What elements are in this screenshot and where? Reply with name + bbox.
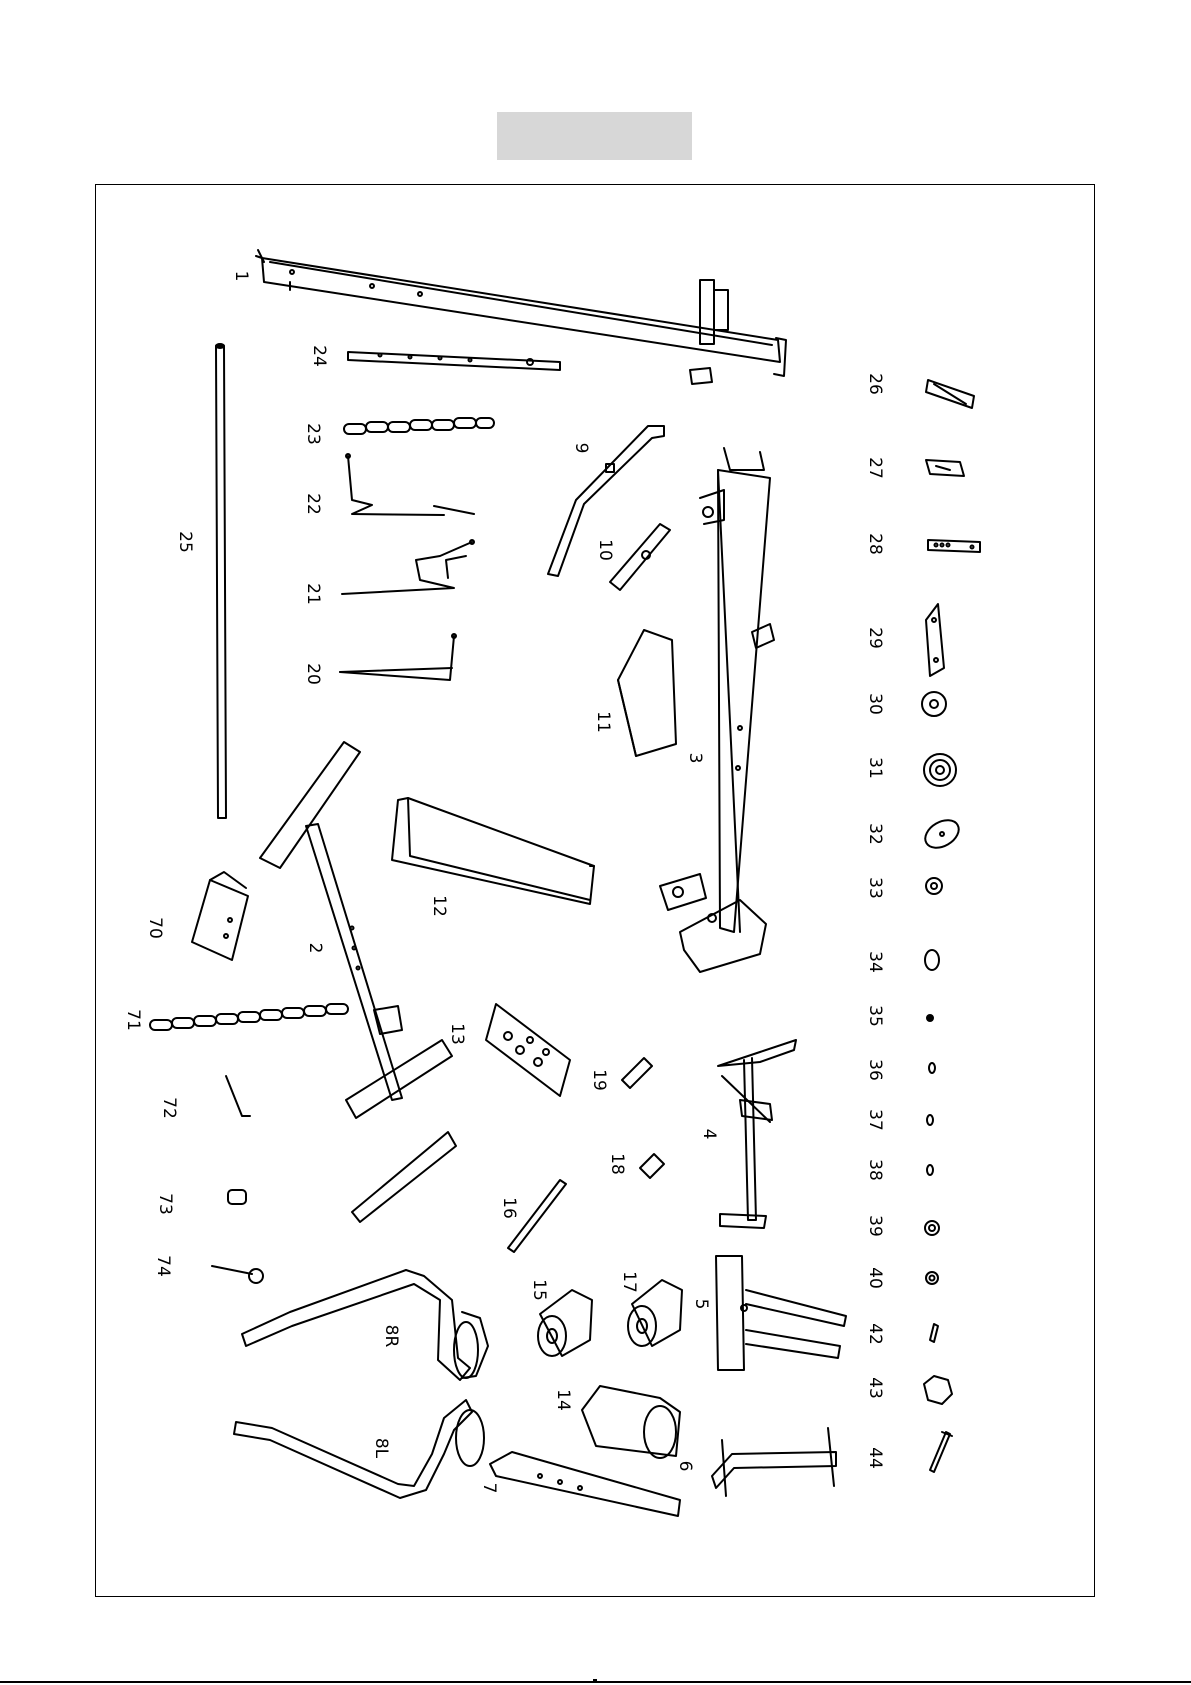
- part-label-24: 24: [309, 345, 329, 367]
- part-73-cap: [228, 1190, 246, 1204]
- part-34-spacer: [925, 950, 939, 970]
- part-8l-curved-arm: [234, 1400, 484, 1498]
- part-label-71: 71: [123, 1009, 143, 1031]
- part-32-disc: [920, 815, 963, 854]
- part-label-27: 27: [865, 457, 885, 479]
- part-label-26: 26: [865, 373, 885, 395]
- part-26-clevis: [926, 380, 974, 408]
- part-29-plate: [926, 604, 944, 676]
- part-label-18: 18: [607, 1153, 627, 1175]
- part-label-17: 17: [619, 1271, 639, 1293]
- part-label-10: 10: [595, 539, 615, 561]
- part-label-29: 29: [865, 627, 885, 649]
- part-label-74: 74: [153, 1255, 173, 1277]
- part-label-23: 23: [303, 423, 323, 445]
- part-label-40: 40: [865, 1267, 885, 1289]
- part-label-8r: 8R: [381, 1325, 401, 1348]
- part-39-nut: [925, 1221, 939, 1235]
- part-43-knob: [924, 1376, 952, 1404]
- part-label-25: 25: [175, 531, 195, 553]
- part-label-20: 20: [303, 663, 323, 685]
- part-21-bracket: [342, 540, 474, 594]
- part-3-upright: [660, 448, 774, 972]
- part-74-knob-pin: [212, 1266, 263, 1283]
- part-7-bracket-bar: [490, 1452, 680, 1516]
- part-label-7: 7: [479, 1483, 499, 1494]
- part-label-72: 72: [159, 1097, 179, 1119]
- part-70-block: [192, 872, 248, 960]
- part-label-28: 28: [865, 533, 885, 555]
- part-13-plate: [486, 1004, 570, 1096]
- part-label-42: 42: [865, 1323, 885, 1345]
- part-label-31: 31: [865, 757, 885, 779]
- part-33-nut: [926, 878, 942, 894]
- page-bottom-dot: [593, 1679, 597, 1683]
- part-label-30: 30: [865, 693, 885, 715]
- part-label-70: 70: [145, 917, 165, 939]
- part-label-6: 6: [675, 1461, 695, 1472]
- part-1-frame-bar: [256, 250, 786, 384]
- part-label-12: 12: [429, 895, 449, 917]
- part-37-washer: [927, 1115, 933, 1125]
- part-35-ball: [927, 1015, 933, 1021]
- part-label-35: 35: [865, 1005, 885, 1027]
- part-27-clevis: [926, 460, 964, 476]
- part-label-33: 33: [865, 877, 885, 899]
- part-label-22: 22: [303, 493, 323, 515]
- part-label-4: 4: [699, 1129, 719, 1140]
- part-label-11: 11: [593, 711, 613, 733]
- part-36-washer: [929, 1063, 935, 1073]
- part-8r-curved-arm: [242, 1270, 488, 1380]
- part-5-bracket-frame: [716, 1256, 846, 1370]
- part-42-clip: [930, 1324, 938, 1342]
- part-label-43: 43: [865, 1377, 885, 1399]
- part-24-rod: [348, 352, 560, 370]
- part-6-bracket-bar: [712, 1428, 836, 1496]
- part-label-21: 21: [303, 583, 323, 605]
- part-label-14: 14: [553, 1389, 573, 1411]
- part-2-base-frame: [260, 742, 456, 1222]
- part-44-bolt: [930, 1432, 952, 1472]
- part-4-arm-frame: [718, 1040, 796, 1228]
- part-31-pulley: [924, 754, 956, 786]
- part-label-19: 19: [589, 1069, 609, 1091]
- part-label-38: 38: [865, 1159, 885, 1181]
- part-23-chain: [344, 418, 494, 434]
- part-22-bracket: [346, 454, 474, 515]
- part-label-1: 1: [231, 271, 251, 282]
- part-10-handle: [610, 524, 670, 590]
- part-label-13: 13: [447, 1023, 467, 1045]
- part-label-36: 36: [865, 1059, 885, 1081]
- part-11-back-pad: [618, 630, 676, 756]
- part-72-pin: [226, 1076, 250, 1116]
- part-label-73: 73: [155, 1193, 175, 1215]
- part-label-34: 34: [865, 951, 885, 973]
- part-label-32: 32: [865, 823, 885, 845]
- part-label-3: 3: [685, 753, 705, 764]
- part-20-bracket: [340, 634, 456, 680]
- part-40-nut: [926, 1272, 938, 1284]
- part-label-39: 39: [865, 1215, 885, 1237]
- part-label-16: 16: [499, 1197, 519, 1219]
- part-label-8l: 8L: [371, 1438, 391, 1459]
- part-label-15: 15: [529, 1279, 549, 1301]
- part-label-2: 2: [305, 943, 325, 954]
- part-38-washer: [927, 1165, 933, 1175]
- part-label-37: 37: [865, 1109, 885, 1131]
- part-19-pin: [622, 1058, 652, 1088]
- part-12-seat: [392, 798, 594, 904]
- part-30-washer: [922, 692, 946, 716]
- part-28-plate: [928, 540, 980, 552]
- part-label-9: 9: [571, 443, 591, 454]
- part-71-chain: [150, 1004, 348, 1030]
- part-18-bushing: [640, 1154, 664, 1178]
- part-14-large-roller: [582, 1386, 680, 1458]
- part-label-44: 44: [865, 1447, 885, 1469]
- part-25-pole: [216, 344, 226, 818]
- part-label-5: 5: [691, 1299, 711, 1310]
